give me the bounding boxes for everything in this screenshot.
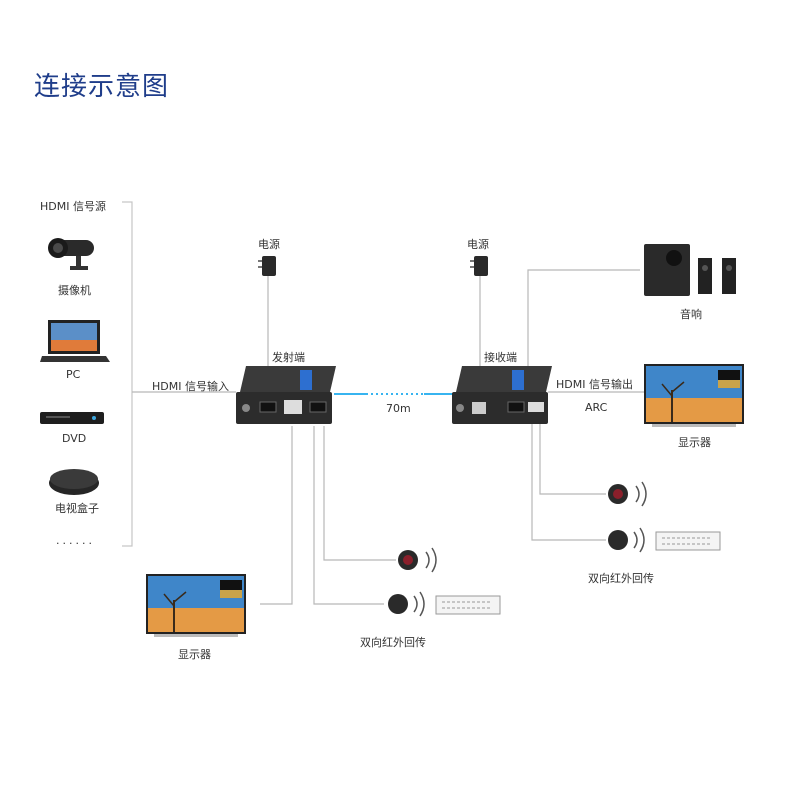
source-dvd-label: DVD [62, 432, 87, 445]
ir-receiver-right-icon [608, 481, 647, 507]
display-right-label: 显示器 [678, 436, 711, 449]
camera-icon [48, 238, 94, 270]
rx-device-label: 接收端 [484, 351, 517, 364]
speaker-icon [644, 244, 736, 296]
tv-box-icon [49, 469, 99, 495]
display-left-label: 显示器 [178, 648, 211, 661]
display-left-icon [146, 574, 246, 637]
hdmi-input-label: HDMI 信号输入 [152, 380, 229, 393]
source-tvbox-label: 电视盒子 [55, 502, 99, 515]
display-right-icon [644, 364, 744, 427]
tx-power-adapter-icon [258, 256, 276, 276]
ir-emitter-left-icon [388, 591, 501, 617]
laptop-icon [40, 320, 110, 362]
tx-device-label: 发射端 [272, 351, 305, 364]
ir-receiver-left-icon [398, 547, 437, 573]
link-distance-label: 70m [386, 402, 411, 415]
source-pc-label: PC [66, 368, 81, 381]
speaker-label: 音响 [680, 308, 702, 321]
source-camera-label: 摄像机 [58, 284, 91, 297]
rx-power-adapter-icon [470, 256, 488, 276]
page-title: 连接示意图 [34, 72, 170, 102]
sources-heading: HDMI 信号源 [40, 200, 106, 213]
receiver-device [452, 366, 552, 424]
arc-label: ARC [585, 401, 608, 414]
ir-left-label: 双向红外回传 [360, 636, 426, 649]
ir-emitter-right-icon [608, 527, 721, 553]
transmitter-device [236, 366, 336, 424]
rx-power-label: 电源 [467, 238, 489, 251]
source-more-label: ...... [56, 534, 95, 547]
hdmi-output-label: HDMI 信号输出 [556, 378, 633, 391]
tx-power-label: 电源 [258, 238, 280, 251]
ir-right-label: 双向红外回传 [588, 572, 654, 585]
dvd-player-icon [40, 412, 104, 424]
